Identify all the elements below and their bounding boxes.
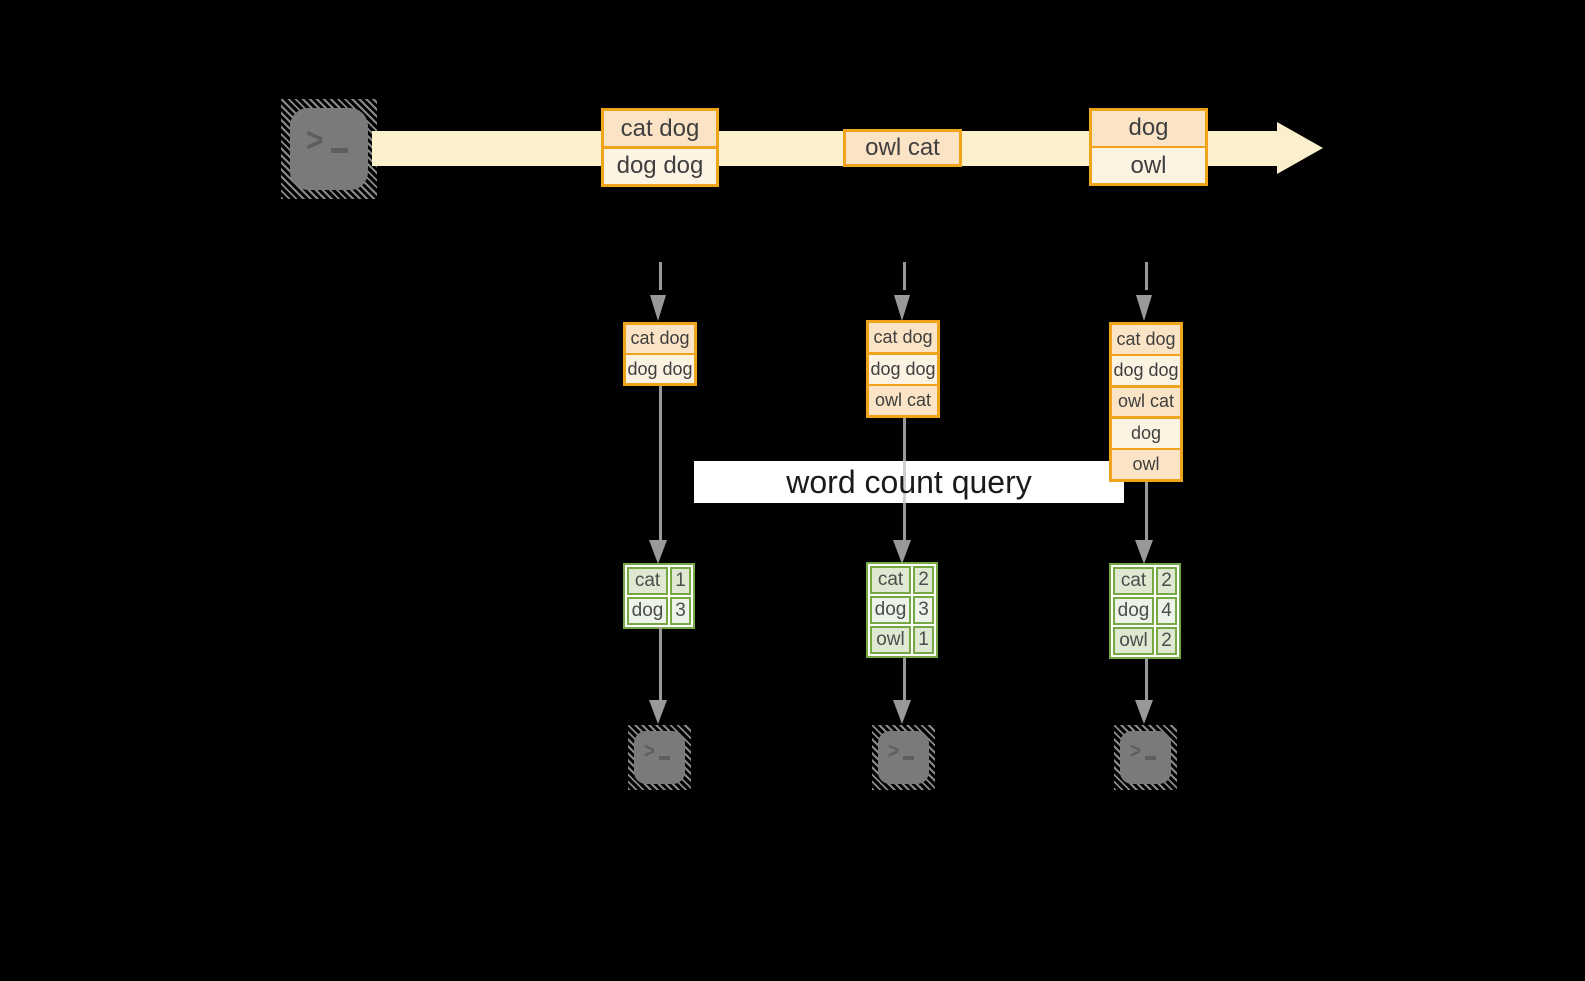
- down-arrowhead-icon: [649, 540, 667, 564]
- terminal-icon-body: >: [878, 731, 929, 784]
- input-row: cat dog: [869, 323, 937, 352]
- batch-record: dog: [1092, 111, 1205, 146]
- down-arrowhead-icon: [1135, 540, 1153, 564]
- result-count: 2: [1156, 567, 1177, 595]
- input-row: dog: [1112, 418, 1180, 448]
- batch-record: dog dog: [604, 148, 716, 184]
- down-arrowhead-icon: [650, 295, 666, 321]
- prompt-chevron-icon: >: [888, 739, 900, 764]
- terminal-sink-icon-2: >: [872, 725, 935, 790]
- input-row: owl cat: [869, 386, 937, 415]
- sink-connector-1: [658, 627, 662, 701]
- dashed-connector-1: [658, 262, 662, 290]
- prompt-chevron-icon: >: [1130, 739, 1142, 764]
- batch-record: owl cat: [846, 132, 959, 164]
- batch-box-3: dog owl: [1089, 108, 1208, 186]
- result-count: 2: [1156, 627, 1177, 655]
- input-row: dog dog: [1112, 356, 1180, 386]
- terminal-icon-body: >: [290, 108, 368, 190]
- result-word: cat: [1113, 567, 1154, 595]
- sink-connector-2: [902, 658, 906, 701]
- down-arrowhead-icon: [649, 700, 667, 724]
- result-count: 2: [913, 566, 934, 594]
- result-word: owl: [1113, 627, 1154, 655]
- down-arrowhead-icon: [893, 700, 911, 724]
- input-row: cat dog: [1112, 325, 1180, 354]
- result-count: 4: [1156, 597, 1177, 625]
- result-table-3: cat 2 dog 4 owl 2: [1109, 563, 1181, 659]
- query-connector-1: [658, 386, 662, 540]
- input-table-2: cat dog dog dog owl cat: [866, 320, 940, 418]
- terminal-source-icon: >: [281, 99, 377, 199]
- result-table-2: cat 2 dog 3 owl 1: [866, 562, 938, 658]
- prompt-underscore-icon: [659, 756, 671, 760]
- input-row: owl: [1112, 450, 1180, 479]
- result-count: 3: [670, 597, 691, 625]
- batch-record: owl: [1092, 148, 1205, 183]
- input-row: dog dog: [869, 354, 937, 384]
- dashed-connector-3: [1144, 262, 1148, 290]
- input-row: owl cat: [1112, 387, 1180, 417]
- down-arrowhead-icon: [894, 295, 910, 321]
- batch-box-1: cat dog dog dog: [601, 108, 719, 187]
- down-arrowhead-icon: [893, 540, 911, 564]
- input-table-1: cat dog dog dog: [623, 322, 697, 386]
- prompt-chevron-icon: >: [644, 739, 656, 764]
- sink-connector-3: [1144, 658, 1148, 701]
- terminal-icon-body: >: [1120, 731, 1171, 784]
- stream-timeline-arrowhead-icon: [1277, 122, 1323, 174]
- query-label-box: [694, 461, 1124, 503]
- dashed-connector-2: [902, 262, 906, 290]
- query-label: word count query: [786, 463, 1032, 500]
- terminal-sink-icon-3: >: [1114, 725, 1177, 790]
- prompt-underscore-icon: [903, 756, 915, 760]
- batch-record: cat dog: [604, 111, 716, 147]
- result-count: 3: [913, 596, 934, 624]
- prompt-underscore-icon: [1145, 756, 1157, 760]
- prompt-chevron-icon: >: [306, 121, 324, 160]
- down-arrowhead-icon: [1136, 295, 1152, 321]
- terminal-sink-icon-1: >: [628, 725, 691, 790]
- batch-box-2: owl cat: [843, 129, 962, 167]
- input-table-3: cat dog dog dog owl cat dog owl: [1109, 322, 1183, 482]
- query-connector-through-label: [902, 461, 906, 503]
- result-word: dog: [1113, 597, 1154, 625]
- input-row: cat dog: [626, 325, 694, 353]
- result-word: cat: [870, 566, 911, 594]
- result-count: 1: [670, 567, 691, 595]
- prompt-underscore-icon: [330, 148, 348, 153]
- terminal-icon-body: >: [634, 731, 685, 784]
- result-word: cat: [627, 567, 668, 595]
- result-word: dog: [627, 597, 668, 625]
- input-row: dog dog: [626, 355, 694, 383]
- down-arrowhead-icon: [1135, 700, 1153, 724]
- result-table-1: cat 1 dog 3: [623, 563, 695, 629]
- query-connector-3: [1144, 482, 1148, 540]
- result-count: 1: [913, 626, 934, 654]
- result-word: dog: [870, 596, 911, 624]
- result-word: owl: [870, 626, 911, 654]
